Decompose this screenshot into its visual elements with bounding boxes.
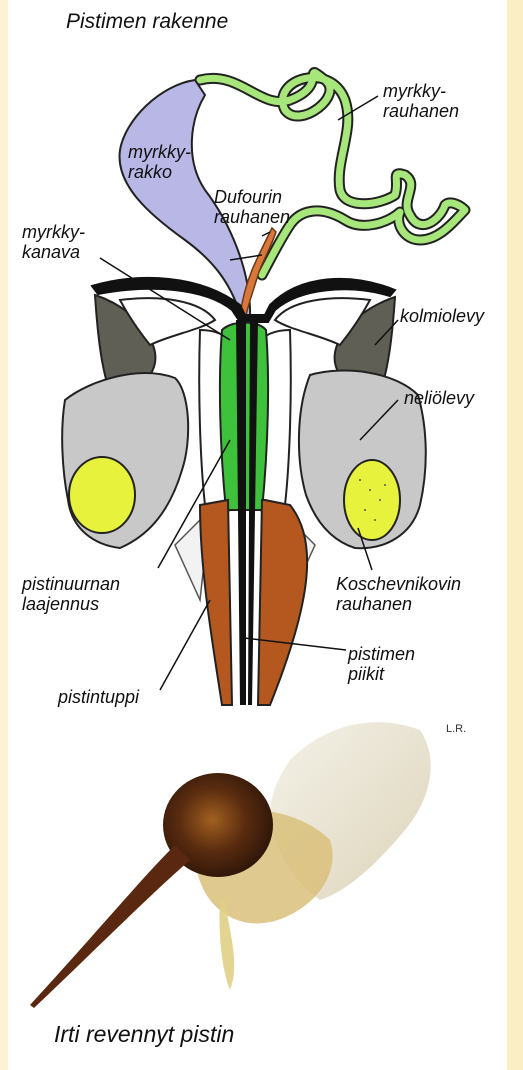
photo-shaft [30,845,190,1008]
label-lancets: pistimen piikit [347,644,420,684]
label-bulb-expansion: pistinuurnan laajennus [21,574,125,614]
label-triangle-plate: kolmiolevy [400,306,485,326]
diagram-title: Pistimen rakenne [66,10,228,33]
label-dufour-gland: Dufourin rauhanen [214,187,290,227]
photo-caption: Irti revennyt pistin [54,1021,234,1047]
sheath-left [200,500,232,705]
label-koschevnikov: Koschevnikovin rauhanen [336,574,466,614]
koschevnikov-gland-right [344,460,400,540]
label-sheath: pistintuppi [57,687,140,707]
label-venom-gland: myrkky- rauhanen [383,81,459,121]
sheath-right [258,500,307,705]
koschevnikov-gland-left [69,457,135,533]
label-quadrate-plate: neliölevy [404,388,475,408]
label-venom-duct: myrkky- kanava [22,222,90,262]
stinger-photo [30,722,431,1008]
stinger-shaft [236,320,246,705]
credit-initials: L.R. [446,723,466,735]
